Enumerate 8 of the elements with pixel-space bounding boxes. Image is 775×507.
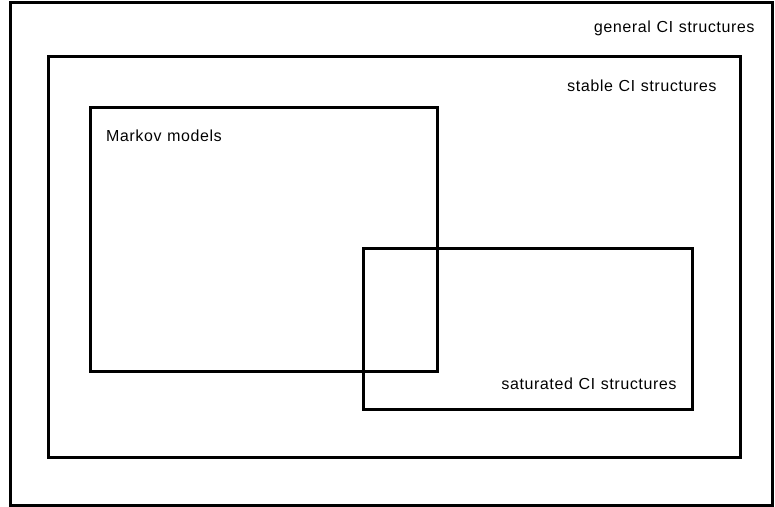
set-label: stable CI structures xyxy=(567,79,717,95)
set-label: saturated CI structures xyxy=(501,377,677,393)
set-region-box xyxy=(47,55,742,459)
set-label: Markov models xyxy=(106,129,222,145)
set-region-box xyxy=(362,247,694,411)
set-label: general CI structures xyxy=(594,20,755,36)
set-region-box xyxy=(9,1,774,507)
set-region-box xyxy=(89,106,439,373)
